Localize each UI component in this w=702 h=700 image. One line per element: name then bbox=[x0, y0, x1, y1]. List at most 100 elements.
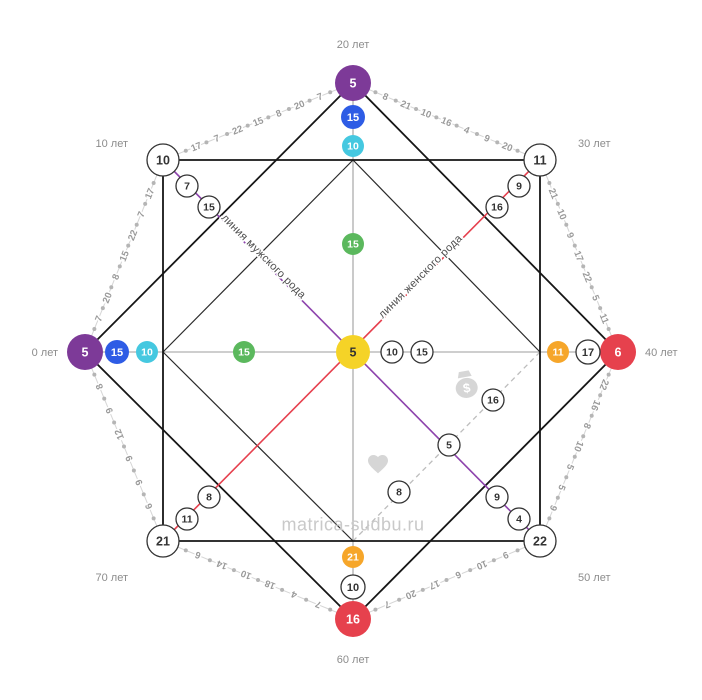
age-label: 60 лет bbox=[337, 654, 370, 666]
edge-number: 22 bbox=[231, 124, 245, 138]
age-label: 30 лет bbox=[578, 138, 611, 150]
edge-number: 14 bbox=[215, 557, 230, 571]
node-tl-inner-value: 15 bbox=[203, 202, 215, 214]
node-mid-right-1 bbox=[380, 340, 404, 364]
node-money-line-1 bbox=[481, 388, 505, 412]
chain-dot bbox=[572, 454, 577, 459]
chain-dot bbox=[92, 326, 97, 331]
chain-dot bbox=[100, 306, 105, 311]
edge-number: 17 bbox=[571, 249, 585, 263]
node-tl-outer bbox=[175, 174, 199, 198]
edge-number: 9 bbox=[104, 406, 116, 415]
node-age0-second bbox=[105, 340, 129, 364]
node-age40-main-value: 6 bbox=[615, 345, 622, 359]
chain-dot bbox=[598, 306, 603, 311]
edge-number: 6 bbox=[453, 568, 462, 580]
chain-dot bbox=[151, 516, 156, 521]
chain-dot bbox=[581, 434, 586, 439]
node-age30-corner-value: 11 bbox=[533, 153, 546, 167]
chain-dot bbox=[547, 516, 552, 521]
edge-number: 10 bbox=[239, 567, 253, 581]
age-label: 10 лет bbox=[95, 138, 128, 150]
chain-dot bbox=[515, 148, 520, 153]
edge-number: 9 bbox=[124, 454, 136, 463]
edge-number: 11 bbox=[597, 312, 611, 326]
edge-number: 10 bbox=[554, 208, 568, 222]
heart-icon bbox=[368, 455, 388, 474]
node-age60-main-value: 16 bbox=[346, 612, 360, 626]
node-age70-corner-value: 21 bbox=[156, 534, 170, 548]
node-bl-outer bbox=[175, 507, 199, 531]
node-age20-second-value: 15 bbox=[347, 112, 359, 124]
node-tr-outer bbox=[507, 174, 531, 198]
node-sky-inner-value: 15 bbox=[347, 239, 359, 251]
node-earth-inner bbox=[233, 341, 255, 363]
node-tr-inner bbox=[485, 195, 509, 219]
node-br-outer bbox=[507, 507, 531, 531]
edge-number: 20 bbox=[101, 291, 115, 305]
node-bl-inner bbox=[197, 485, 221, 509]
edge-number: 7 bbox=[316, 91, 325, 103]
node-bl-inner-value: 8 bbox=[206, 492, 212, 504]
chain-dot bbox=[598, 393, 603, 398]
node-center bbox=[336, 335, 370, 369]
chain-dot bbox=[126, 243, 131, 248]
chain-dot bbox=[555, 201, 560, 206]
node-age40-second bbox=[575, 339, 601, 365]
chain-dot bbox=[444, 578, 449, 582]
chain-dot bbox=[204, 140, 209, 145]
chain-dot bbox=[589, 285, 594, 290]
node-age60-third bbox=[342, 546, 364, 568]
edge-number: 22 bbox=[580, 270, 594, 284]
edge-number: 8 bbox=[94, 382, 106, 391]
chain-dot bbox=[515, 548, 520, 553]
node-money-line-3-value: 8 bbox=[396, 487, 402, 499]
node-age40-main bbox=[600, 334, 636, 370]
chain-dot bbox=[454, 123, 459, 128]
node-age20-second bbox=[341, 105, 365, 129]
chain-dot bbox=[122, 444, 126, 449]
node-age20-main bbox=[335, 65, 371, 101]
edge-number: 17 bbox=[427, 577, 441, 591]
chain-dot bbox=[328, 607, 333, 612]
node-bl-outer-value: 11 bbox=[181, 514, 192, 526]
node-money-line-2-value: 5 bbox=[446, 440, 452, 452]
node-sky-inner bbox=[342, 233, 364, 255]
node-age0-second-value: 15 bbox=[111, 347, 123, 359]
chain-dot bbox=[280, 587, 285, 592]
node-age0-third-value: 10 bbox=[141, 347, 153, 359]
money-bag-icon-part bbox=[455, 377, 478, 398]
edge-number: 22 bbox=[597, 378, 611, 392]
node-br-inner-value: 9 bbox=[494, 492, 500, 504]
edge-number: 5 bbox=[589, 293, 601, 303]
edge-number: 12 bbox=[113, 427, 127, 441]
chain-dot bbox=[256, 578, 260, 582]
chain-dot bbox=[183, 548, 188, 553]
node-age20-main-value: 5 bbox=[350, 76, 357, 90]
age-chain-line bbox=[539, 159, 619, 353]
chain-dot bbox=[420, 587, 425, 592]
chain-dot bbox=[373, 607, 378, 612]
edge-number: 10 bbox=[419, 107, 433, 121]
chain-dot bbox=[555, 495, 560, 500]
male-line-label: линия мужского рода bbox=[219, 212, 309, 302]
chain-dot bbox=[414, 106, 419, 111]
node-tl-outer-value: 7 bbox=[184, 181, 190, 193]
age-label: 20 лет bbox=[337, 39, 370, 51]
edge-number: 21 bbox=[399, 98, 414, 112]
edge-number: 5 bbox=[555, 483, 567, 493]
chain-dot bbox=[606, 326, 611, 331]
chain-dot bbox=[474, 132, 479, 137]
chain-dot bbox=[134, 222, 139, 227]
age-label: 70 лет bbox=[95, 572, 128, 584]
edge-number: 10 bbox=[475, 557, 489, 571]
node-age40-second-value: 17 bbox=[582, 347, 594, 359]
edge-number: 17 bbox=[189, 140, 203, 154]
node-tr-inner-value: 16 bbox=[491, 202, 503, 214]
node-mid-right-2-value: 15 bbox=[416, 347, 428, 359]
age-label: 0 лет bbox=[32, 347, 58, 359]
chain-dot bbox=[183, 148, 188, 153]
node-money-line-2 bbox=[437, 433, 461, 457]
